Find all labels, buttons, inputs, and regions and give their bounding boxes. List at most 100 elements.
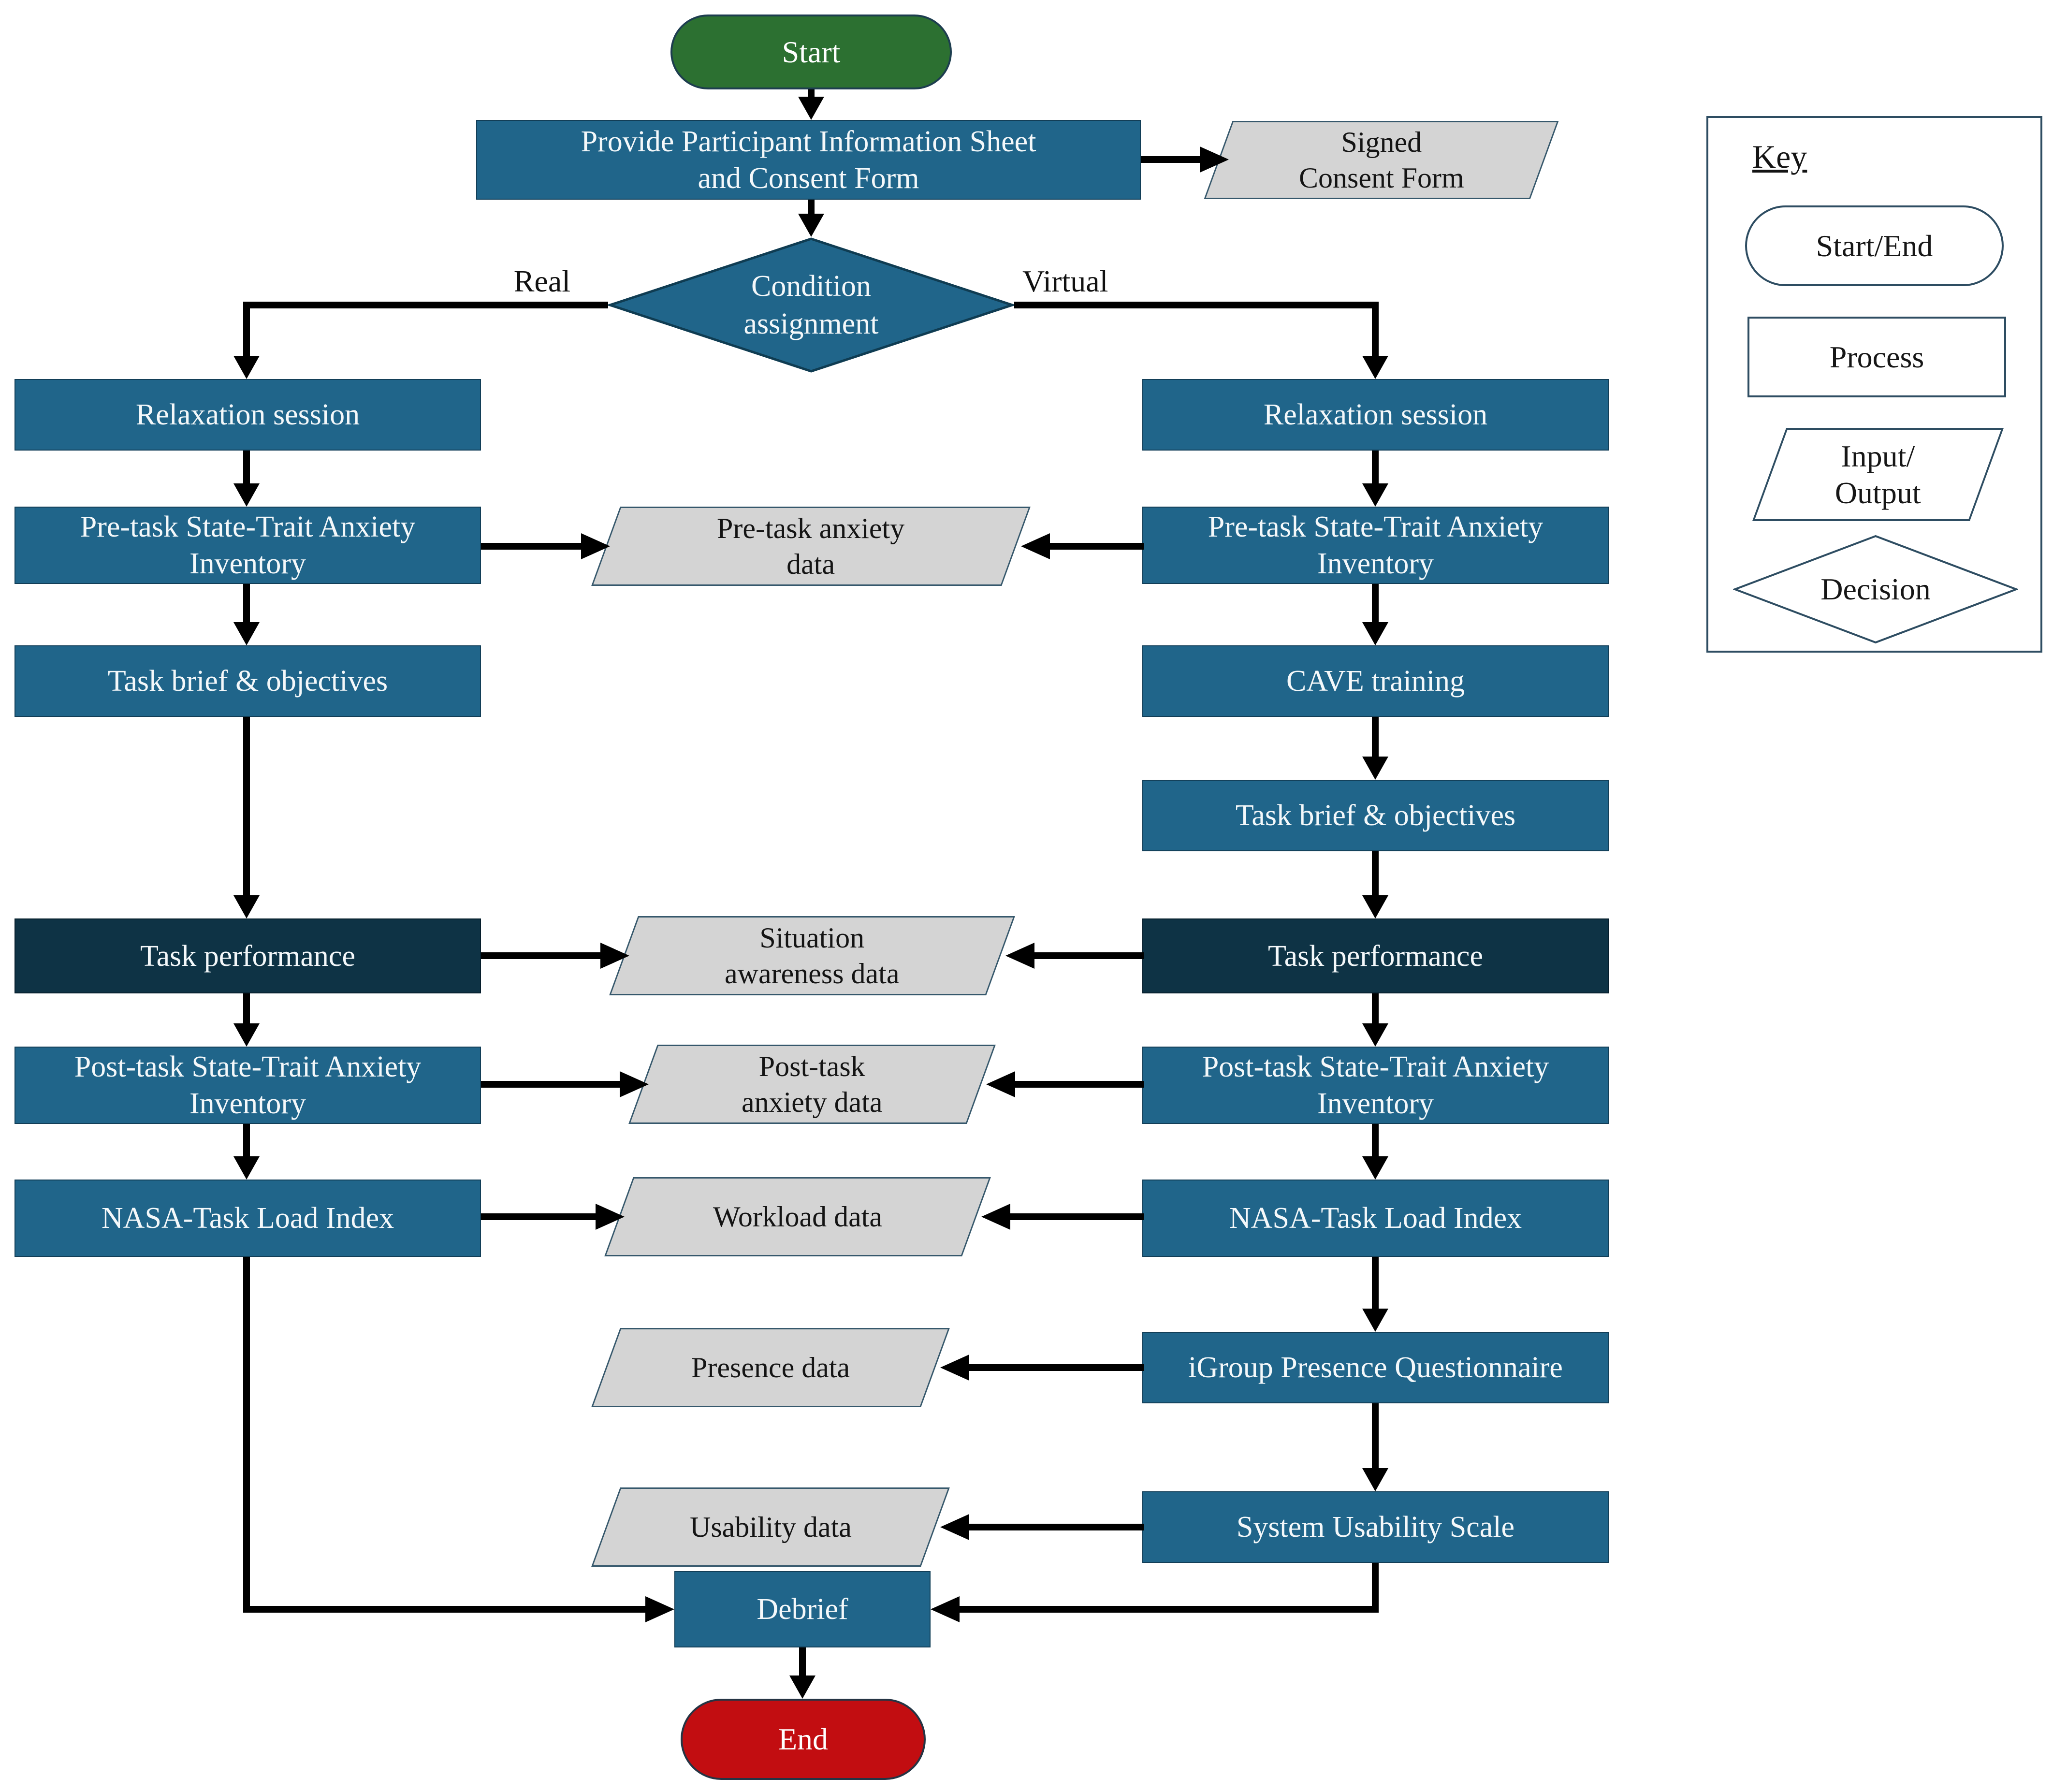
arrow-post-right-data-head — [986, 1071, 1015, 1097]
arrow-nasa-left-wl-line — [481, 1213, 596, 1220]
key-process-shape: Process — [1747, 317, 2006, 397]
system-usability-node: System Usability Scale — [1142, 1491, 1609, 1563]
branch-virtual-head — [1362, 356, 1388, 379]
key-input-output-label: Input/ Output — [1835, 438, 1921, 510]
key-decision-shape — [1733, 535, 2018, 644]
signed-consent-node: Signed Consent Form — [1204, 121, 1559, 199]
task-brief-right-node: Task brief & objectives — [1142, 780, 1609, 851]
arrow-provide-consent-head — [1200, 146, 1229, 173]
cave-training-label: CAVE training — [1286, 665, 1465, 698]
nasa-tlx-right-node: NASA-Task Load Index — [1142, 1180, 1609, 1257]
arrow-nasa-debrief-head — [645, 1596, 674, 1622]
nasa-tlx-left-node: NASA-Task Load Index — [15, 1180, 481, 1257]
arrow-igroup-sus-head — [1362, 1468, 1388, 1491]
arrow-tp-right-sa-head — [1005, 943, 1034, 969]
arrow-nasa-igroup-head — [1362, 1309, 1388, 1332]
arrow-sus-usability-head — [940, 1514, 969, 1540]
arrow-provide-diamond-line — [808, 200, 815, 215]
arrow-brief-tp-right-head — [1362, 895, 1388, 918]
arrow-tp-post-left-head — [233, 1023, 260, 1047]
arrow-stai-cave-line — [1372, 584, 1379, 624]
debrief-label: Debrief — [757, 1593, 848, 1626]
arrow-nasa-igroup-line — [1372, 1257, 1379, 1309]
task-performance-right-label: Task performance — [1268, 939, 1483, 973]
arrow-nasa-debrief-hline — [243, 1606, 645, 1613]
arrow-tp-left-sa-line — [481, 952, 600, 959]
provide-info-label: Provide Participant Information Sheet an… — [581, 125, 1036, 195]
arrow-nasa-debrief-vline — [243, 1257, 250, 1613]
arrow-sus-debrief-vline — [1372, 1563, 1379, 1613]
arrow-debrief-end-line — [799, 1647, 806, 1676]
arrow-sus-debrief-head — [931, 1596, 960, 1622]
arrow-debrief-end-head — [789, 1675, 815, 1699]
end-node: End — [681, 1699, 926, 1780]
task-performance-left-label: Task performance — [140, 939, 355, 973]
arrow-post-right-data-line — [1015, 1081, 1144, 1088]
end-label: End — [778, 1722, 829, 1756]
pretask-stai-left-node: Pre-task State-Trait Anxiety Inventory — [15, 507, 481, 584]
igroup-presence-node: iGroup Presence Questionnaire — [1142, 1332, 1609, 1403]
relaxation-left-label: Relaxation session — [135, 398, 360, 431]
arrow-brief-tp-left-line — [243, 717, 250, 897]
arrow-cave-brief-line — [1372, 717, 1379, 758]
nasa-tlx-right-label: NASA-Task Load Index — [1229, 1202, 1522, 1235]
posttask-anxiety-data-label: Post-task anxiety data — [742, 1050, 883, 1118]
posttask-stai-left-node: Post-task State-Trait Anxiety Inventory — [15, 1047, 481, 1124]
condition-diamond-shape — [608, 237, 1014, 373]
arrow-tp-right-sa-line — [1034, 952, 1144, 959]
branch-virtual-vline — [1372, 302, 1379, 358]
arrow-igroup-sus-line — [1372, 1403, 1379, 1468]
branch-real-head — [233, 356, 260, 379]
task-brief-left-label: Task brief & objectives — [107, 665, 388, 698]
posttask-anxiety-data-node: Post-task anxiety data — [628, 1045, 996, 1124]
condition-diamond-label: Condition assignment — [743, 270, 879, 340]
usability-data-node: Usability data — [591, 1487, 950, 1567]
presence-data-node: Presence data — [591, 1328, 950, 1407]
branch-real-vline — [243, 302, 250, 358]
usability-data-label: Usability data — [689, 1511, 852, 1543]
arrow-relax-stai-right-line — [1372, 451, 1379, 484]
branch-label-virtual: Virtual — [1022, 264, 1108, 298]
relaxation-left-node: Relaxation session — [15, 379, 481, 451]
arrow-igroup-presence-line — [969, 1364, 1144, 1371]
key-title: Key — [1752, 138, 1807, 175]
arrow-tp-post-right-line — [1372, 993, 1379, 1023]
posttask-stai-left-label: Post-task State-Trait Anxiety Inventory — [74, 1050, 422, 1120]
arrow-stai-left-data-line — [481, 543, 581, 550]
arrow-post-left-data-head — [620, 1071, 649, 1097]
arrow-nasa-right-wl-head — [981, 1204, 1010, 1230]
relaxation-right-node: Relaxation session — [1142, 379, 1609, 451]
debrief-node: Debrief — [674, 1571, 931, 1647]
pretask-stai-right-node: Pre-task State-Trait Anxiety Inventory — [1142, 507, 1609, 584]
pretask-stai-right-label: Pre-task State-Trait Anxiety Inventory — [1208, 510, 1543, 580]
arrow-brief-tp-left-head — [233, 895, 260, 918]
arrow-sus-usability-line — [969, 1524, 1144, 1530]
key-start-end-shape: Start/End — [1745, 205, 2004, 286]
arrow-cave-brief-head — [1362, 757, 1388, 780]
task-brief-right-label: Task brief & objectives — [1235, 799, 1516, 832]
arrow-post-nasa-right-head — [1362, 1156, 1388, 1180]
task-brief-left-node: Task brief & objectives — [15, 645, 481, 717]
key-start-end-label: Start/End — [1816, 228, 1933, 263]
pretask-stai-left-label: Pre-task State-Trait Anxiety Inventory — [80, 510, 416, 580]
arrow-tp-post-right-head — [1362, 1023, 1388, 1047]
situation-awareness-data-label: Situation awareness data — [725, 922, 900, 990]
arrow-relax-stai-left-head — [233, 483, 260, 507]
branch-real-hline — [243, 302, 608, 308]
arrow-provide-diamond-head — [798, 214, 824, 237]
arrow-post-left-data-line — [481, 1081, 620, 1088]
arrow-tp-post-left-line — [243, 993, 250, 1023]
arrow-tp-left-sa-head — [600, 943, 629, 969]
arrow-relax-stai-right-head — [1362, 483, 1388, 507]
pretask-anxiety-data-label: Pre-task anxiety data — [717, 512, 905, 580]
arrow-relax-stai-left-line — [243, 451, 250, 484]
nasa-tlx-left-label: NASA-Task Load Index — [101, 1202, 394, 1235]
arrow-nasa-left-wl-head — [596, 1204, 625, 1230]
arrow-post-nasa-right-line — [1372, 1124, 1379, 1156]
arrow-sus-debrief-hline — [960, 1606, 1379, 1613]
start-label: Start — [782, 34, 841, 69]
posttask-stai-right-node: Post-task State-Trait Anxiety Inventory — [1142, 1047, 1609, 1124]
workload-data-node: Workload data — [604, 1177, 991, 1256]
pretask-anxiety-data-node: Pre-task anxiety data — [591, 507, 1031, 586]
